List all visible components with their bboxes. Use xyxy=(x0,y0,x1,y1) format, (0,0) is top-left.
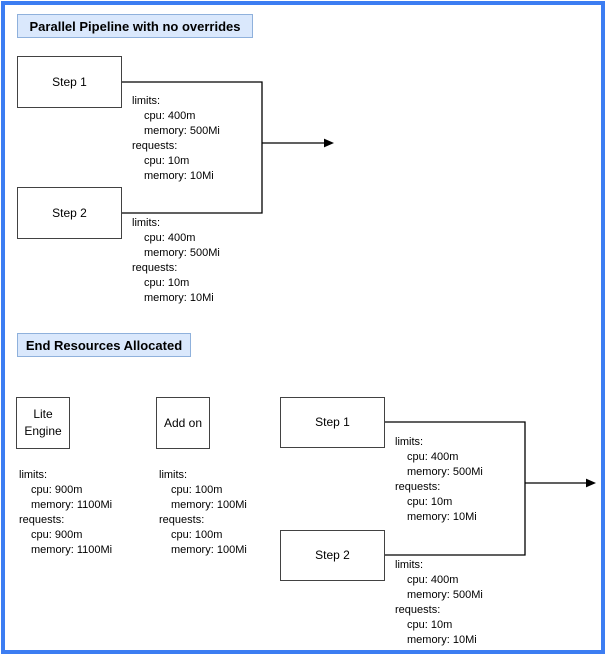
node-label-line: Lite xyxy=(33,407,53,421)
limits-label: limits: xyxy=(159,469,188,481)
request-memory-value: memory: 10Mi xyxy=(407,634,477,646)
step-label: Step 2 xyxy=(315,548,350,562)
bottom-output-arrowhead-icon xyxy=(586,478,596,488)
request-memory-value: memory: 1100Mi xyxy=(31,544,113,556)
section-title-end-resources: End Resources Allocated xyxy=(17,333,191,357)
requests-label: requests: xyxy=(132,140,178,152)
top-merge-connector xyxy=(122,81,263,214)
resource-block-addon: limits: cpu: 100m memory: 100Mi requests… xyxy=(159,468,247,558)
limits-label: limits: xyxy=(132,217,161,229)
request-cpu-value: cpu: 10m xyxy=(144,277,190,289)
limits-label: limits: xyxy=(19,469,48,481)
limit-memory-value: memory: 500Mi xyxy=(407,589,483,601)
request-cpu-value: cpu: 10m xyxy=(407,496,453,508)
resource-block-bottom-step1: limits: cpu: 400m memory: 500Mi requests… xyxy=(395,435,483,525)
requests-label: requests: xyxy=(395,604,441,616)
resource-block-top-step2: limits: cpu: 400m memory: 500Mi requests… xyxy=(132,216,220,306)
limit-cpu-value: cpu: 400m xyxy=(407,451,459,463)
request-memory-value: memory: 10Mi xyxy=(407,511,477,523)
bottom-merge-connector xyxy=(385,421,526,556)
section-title-parallel-pipeline: Parallel Pipeline with no overrides xyxy=(17,14,253,38)
request-cpu-value: cpu: 100m xyxy=(171,529,223,541)
step-box-top-step2: Step 2 xyxy=(17,187,122,239)
requests-label: requests: xyxy=(19,514,65,526)
requests-label: requests: xyxy=(159,514,205,526)
resource-block-bottom-step2: limits: cpu: 400m memory: 500Mi requests… xyxy=(395,558,483,648)
limits-label: limits: xyxy=(395,436,424,448)
request-memory-value: memory: 10Mi xyxy=(144,170,214,182)
requests-label: requests: xyxy=(132,262,178,274)
limit-memory-value: memory: 500Mi xyxy=(407,466,483,478)
node-box-addon: Add on xyxy=(156,397,210,449)
request-cpu-value: cpu: 10m xyxy=(407,619,453,631)
resource-block-lite-engine: limits: cpu: 900m memory: 1100Mi request… xyxy=(19,468,112,558)
limit-memory-value: memory: 100Mi xyxy=(171,499,247,511)
request-memory-value: memory: 10Mi xyxy=(144,292,214,304)
limit-memory-value: memory: 500Mi xyxy=(144,247,220,259)
step-label: Step 1 xyxy=(52,74,87,89)
limit-cpu-value: cpu: 900m xyxy=(31,484,83,496)
limits-label: limits: xyxy=(132,95,161,107)
step-box-bottom-step2: Step 2 xyxy=(280,530,385,581)
limit-cpu-value: cpu: 400m xyxy=(144,110,196,122)
node-label-line: Engine xyxy=(24,424,62,438)
resource-block-top-step1: limits: cpu: 400m memory: 500Mi requests… xyxy=(132,94,220,184)
limit-memory-value: memory: 1100Mi xyxy=(31,499,113,511)
limit-cpu-value: cpu: 400m xyxy=(407,574,459,586)
limit-cpu-value: cpu: 100m xyxy=(171,484,223,496)
node-label: Add on xyxy=(163,415,203,430)
limit-memory-value: memory: 500Mi xyxy=(144,125,220,137)
step-box-top-step1: Step 1 xyxy=(17,56,122,108)
step-box-bottom-step1: Step 1 xyxy=(280,397,385,448)
step-label: Step 1 xyxy=(315,415,350,429)
top-output-arrowhead-icon xyxy=(324,138,334,148)
request-memory-value: memory: 100Mi xyxy=(171,544,247,556)
request-cpu-value: cpu: 900m xyxy=(31,529,83,541)
step-label: Step 2 xyxy=(52,205,87,220)
request-cpu-value: cpu: 10m xyxy=(144,155,190,167)
limits-label: limits: xyxy=(395,559,424,571)
requests-label: requests: xyxy=(395,481,441,493)
node-box-lite-engine: Lite Engine xyxy=(16,397,70,449)
limit-cpu-value: cpu: 400m xyxy=(144,232,196,244)
